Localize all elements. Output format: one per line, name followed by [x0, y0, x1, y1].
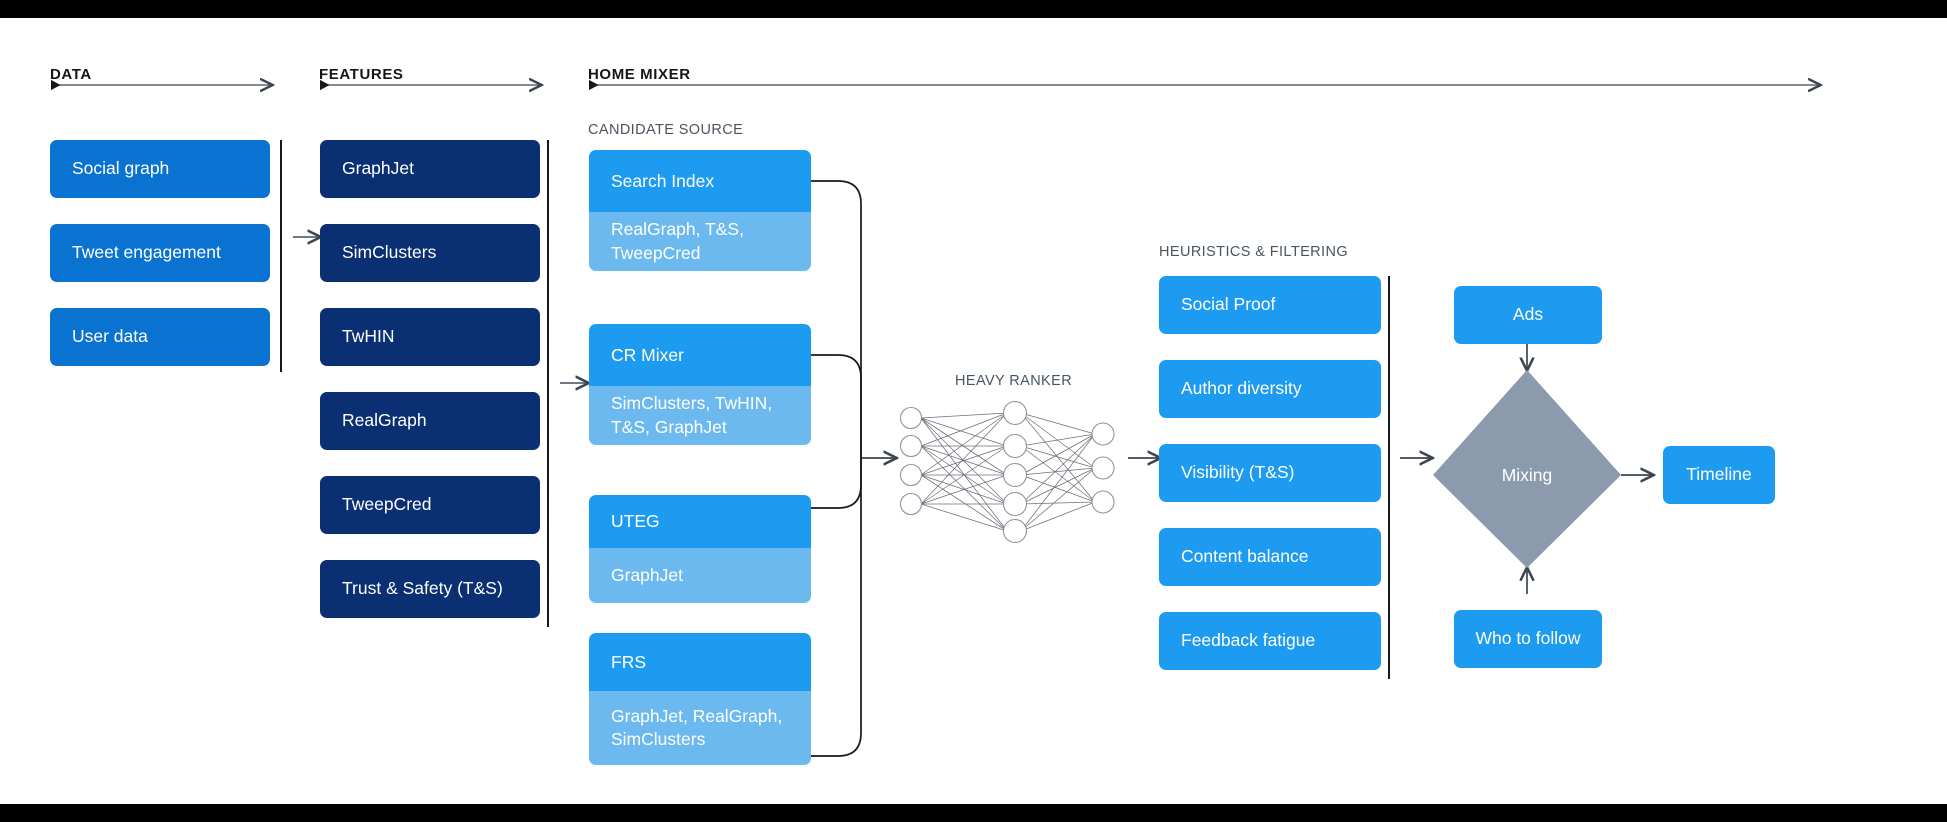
- divider-data-features: [280, 140, 282, 372]
- heuristic-box-label: Content balance: [1181, 546, 1309, 567]
- data-box-user-data[interactable]: User data: [50, 308, 270, 366]
- heuristic-box-label: Social Proof: [1181, 294, 1276, 315]
- curve-frs: [811, 458, 862, 757]
- section-title-home-mixer: HOME MIXER: [588, 66, 691, 83]
- data-box-social-graph[interactable]: Social graph: [50, 140, 270, 198]
- candidate-card-name: Search Index: [611, 170, 715, 191]
- candidate-card-name: CR Mixer: [611, 344, 684, 365]
- feature-box-simclusters[interactable]: SimClusters: [320, 224, 540, 282]
- feature-box-realgraph[interactable]: RealGraph: [320, 392, 540, 450]
- feature-box-label: RealGraph: [342, 410, 427, 431]
- heuristic-box-author-diversity[interactable]: Author diversity: [1159, 360, 1381, 418]
- heuristic-box-feedback-fatigue[interactable]: Feedback fatigue: [1159, 612, 1381, 670]
- feature-box-tweepcred[interactable]: TweepCred: [320, 476, 540, 534]
- mixing-label: Mixing: [1501, 465, 1553, 485]
- candidate-card-header: FRS: [589, 633, 811, 691]
- data-box-label: Social graph: [72, 158, 170, 179]
- candidate-card-features: RealGraph, T&S, TweepCred: [589, 212, 811, 271]
- candidate-card-cr-mixer[interactable]: CR Mixer SimClusters, TwHIN, T&S, GraphJ…: [589, 324, 811, 445]
- feature-box-graphjet[interactable]: GraphJet: [320, 140, 540, 198]
- subsection-title-candidate-source: CANDIDATE SOURCE: [588, 122, 744, 138]
- divider-heuristics-mixing: [1388, 276, 1390, 679]
- candidate-card-feature-list: GraphJet: [611, 564, 683, 585]
- output-box-ads[interactable]: Ads: [1454, 286, 1602, 344]
- feature-box-label: TweepCred: [342, 494, 432, 515]
- neural-network-graphic: [899, 400, 1115, 544]
- heuristic-box-label: Author diversity: [1181, 378, 1302, 399]
- heuristic-box-visibility[interactable]: Visibility (T&S): [1159, 444, 1381, 502]
- output-box-label: Who to follow: [1475, 628, 1581, 649]
- data-box-tweet-engagement[interactable]: Tweet engagement: [50, 224, 270, 282]
- curve-search-index: [811, 180, 862, 458]
- output-box-label: Timeline: [1686, 464, 1752, 485]
- candidate-card-name: FRS: [611, 651, 646, 672]
- diagram-canvas: DATA FEATURES HOME MIXER CANDIDATE SOURC…: [0, 18, 1947, 804]
- heuristic-box-label: Visibility (T&S): [1181, 462, 1295, 483]
- feature-box-label: GraphJet: [342, 158, 414, 179]
- feature-box-trust-safety[interactable]: Trust & Safety (T&S): [320, 560, 540, 618]
- divider-features-mixer: [547, 140, 549, 627]
- candidate-card-features: GraphJet: [589, 548, 811, 603]
- candidate-card-feature-list: SimClusters, TwHIN, T&S, GraphJet: [611, 393, 773, 437]
- curve-uteg: [811, 458, 862, 509]
- candidate-card-features: SimClusters, TwHIN, T&S, GraphJet: [589, 386, 811, 445]
- candidate-card-header: Search Index: [589, 150, 811, 212]
- candidate-card-header: UTEG: [589, 495, 811, 548]
- data-box-label: User data: [72, 326, 148, 347]
- candidate-card-feature-list: GraphJet, RealGraph, SimClusters: [611, 705, 783, 749]
- candidate-card-features: GraphJet, RealGraph, SimClusters: [589, 691, 811, 765]
- section-title-data: DATA: [50, 66, 92, 83]
- output-box-who-to-follow[interactable]: Who to follow: [1454, 610, 1602, 668]
- heuristic-box-content-balance[interactable]: Content balance: [1159, 528, 1381, 586]
- feature-box-label: TwHIN: [342, 326, 395, 347]
- feature-box-twhin[interactable]: TwHIN: [320, 308, 540, 366]
- feature-box-label: Trust & Safety (T&S): [342, 578, 503, 599]
- section-title-features: FEATURES: [319, 66, 404, 83]
- output-box-label: Ads: [1512, 304, 1544, 325]
- subsection-title-heavy-ranker: HEAVY RANKER: [955, 373, 1073, 389]
- feature-box-label: SimClusters: [342, 242, 437, 263]
- candidate-card-uteg[interactable]: UTEG GraphJet: [589, 495, 811, 603]
- output-box-timeline[interactable]: Timeline: [1663, 446, 1775, 504]
- curve-cr-mixer: [811, 354, 862, 458]
- heuristic-box-social-proof[interactable]: Social Proof: [1159, 276, 1381, 334]
- subsection-title-heuristics: HEURISTICS & FILTERING: [1159, 244, 1348, 260]
- candidate-card-header: CR Mixer: [589, 324, 811, 386]
- candidate-card-name: UTEG: [611, 511, 660, 531]
- candidate-card-frs[interactable]: FRS GraphJet, RealGraph, SimClusters: [589, 633, 811, 765]
- data-box-label: Tweet engagement: [72, 242, 221, 263]
- connector-layer: [51, 18, 1947, 757]
- candidate-card-feature-list: RealGraph, T&S, TweepCred: [611, 219, 744, 263]
- candidate-card-search-index[interactable]: Search Index RealGraph, T&S, TweepCred: [589, 150, 811, 271]
- heuristic-box-label: Feedback fatigue: [1181, 630, 1316, 651]
